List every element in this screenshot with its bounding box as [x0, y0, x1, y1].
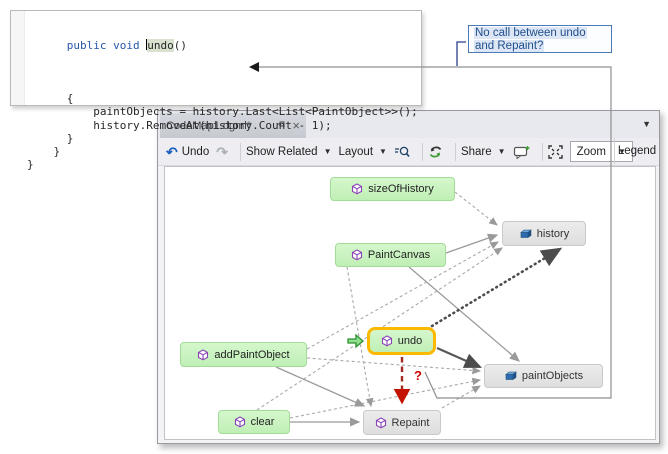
node-paintObjects[interactable]: paintObjects — [484, 364, 603, 388]
chevron-down-icon: ▼ — [617, 147, 626, 156]
code-line: } — [27, 131, 74, 145]
undo-icon: ↶ — [166, 143, 178, 160]
tab-title: CodeMap1.dgml* — [166, 119, 251, 132]
text-caret — [146, 39, 148, 51]
code-line: } — [27, 145, 61, 159]
graph-canvas[interactable] — [164, 166, 656, 440]
callout-bracket — [456, 41, 466, 66]
chevron-down-icon: ▼ — [497, 147, 506, 156]
editor-indicator-margin — [11, 11, 25, 105]
share-button[interactable]: Share▼ — [460, 145, 506, 158]
zoom-to-fit-button[interactable] — [547, 144, 563, 159]
toolbar-separator — [454, 142, 456, 161]
field-brick-icon — [519, 228, 532, 238]
code-line: { — [27, 92, 74, 106]
method-cube-icon — [234, 416, 245, 428]
method-cube-icon — [351, 249, 362, 261]
callout-line1: No call between undo — [474, 27, 587, 39]
legend-button[interactable]: Legend — [614, 138, 659, 164]
refresh-button[interactable] — [428, 145, 443, 159]
code-lines[interactable]: public void undo() { paintObjects = hist… — [27, 13, 419, 171]
node-label: paintObjects — [521, 370, 584, 382]
code-line: } — [27, 158, 34, 172]
node-label: history — [536, 227, 570, 240]
toolbar-separator — [421, 142, 423, 161]
node-sizeOfHistory[interactable]: sizeOfHistory — [330, 177, 455, 201]
method-cube-icon — [375, 416, 386, 428]
undo-button[interactable]: ↶Undo — [166, 143, 210, 160]
node-addPaintObject[interactable]: addPaintObject — [180, 342, 307, 367]
callout-line2: and Repaint? — [474, 40, 545, 52]
toolbar-separator — [541, 142, 543, 161]
node-label: undo — [397, 335, 423, 347]
redo-icon: ↷ — [216, 143, 228, 160]
node-label: PaintCanvas — [367, 249, 431, 261]
field-brick-icon — [505, 371, 517, 381]
code-line: paintObjects = history.Last<List<PaintOb… — [27, 105, 418, 119]
code-editor-preview: public void undo() { paintObjects = hist… — [10, 10, 422, 171]
chevron-down-icon[interactable]: ▼ — [642, 119, 651, 129]
code-line-signature: public void undo() — [66, 39, 187, 53]
method-cube-icon — [381, 335, 392, 347]
node-undo[interactable]: undo — [367, 327, 436, 355]
node-label: clear — [250, 416, 275, 428]
new-comment-button[interactable] — [513, 145, 530, 159]
node-label: addPaintObject — [214, 348, 290, 361]
refresh-icon — [429, 146, 442, 157]
node-label: Repaint — [391, 416, 430, 429]
node-label: sizeOfHistory — [368, 183, 434, 195]
node-PaintCanvas[interactable]: PaintCanvas — [335, 243, 446, 267]
redo-button[interactable]: ↷ — [216, 145, 228, 159]
node-Repaint[interactable]: Repaint — [363, 410, 441, 435]
fit-to-screen-icon — [547, 144, 563, 159]
highlighted-symbol: undo — [147, 39, 174, 53]
method-cube-icon — [198, 348, 209, 360]
code-line: history.RemoveAt(history.Count - 1); — [27, 118, 332, 132]
method-cube-icon — [352, 183, 363, 195]
comment-plus-icon — [513, 145, 530, 159]
toolbar-separator — [239, 142, 241, 161]
node-clear[interactable]: clear — [218, 410, 290, 434]
keyword-text: public void — [66, 39, 147, 53]
node-history[interactable]: history — [502, 221, 586, 246]
annotation-callout: No call between undo and Repaint? — [468, 25, 612, 53]
